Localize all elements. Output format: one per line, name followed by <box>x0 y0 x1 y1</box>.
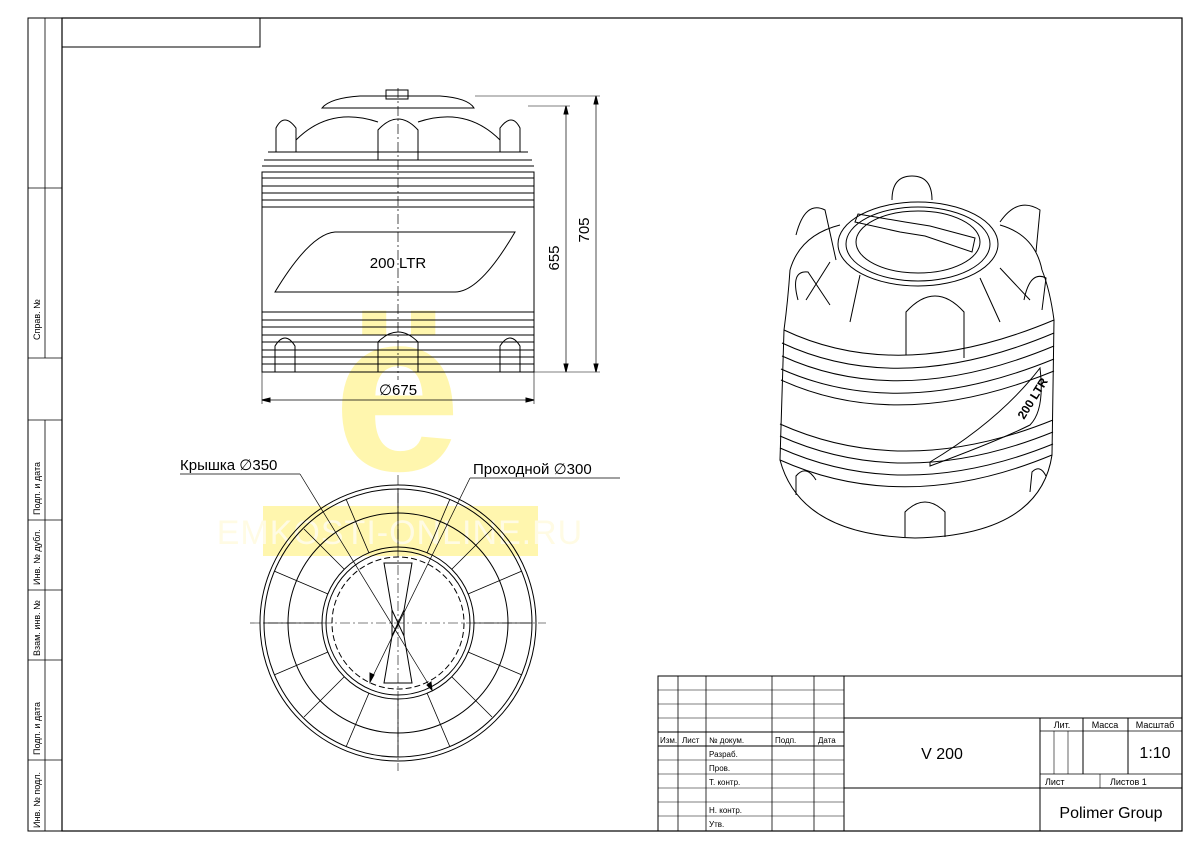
side-label-podp-1: Подп. и дата <box>32 462 42 515</box>
top-lid-handle <box>383 562 413 684</box>
front-view: 200 LTR <box>261 88 600 404</box>
top-view <box>180 473 620 771</box>
dim-text-675: ∅675 <box>379 382 417 399</box>
col-list: Лист <box>682 736 700 745</box>
iso-tank-label: 200 LTR <box>1015 375 1051 422</box>
title-block-text: Изм. Лист № докум. Подп. Дата Разраб. Пр… <box>660 720 1174 829</box>
scale-label: Масштаб <box>1136 720 1175 730</box>
side-label-inv-podl: Инв. № подл. <box>32 772 42 828</box>
sheet-label: Лист <box>1045 777 1065 787</box>
front-shoulder <box>275 119 297 152</box>
iso-label-plate <box>929 366 1042 467</box>
opening-label: Проходной ∅300 <box>473 461 592 478</box>
watermark: ё EMKOSTI-ONLINE.RU <box>217 262 583 556</box>
designation: V 200 <box>921 746 963 763</box>
title-block <box>657 675 1183 832</box>
row-n-kontr: Н. контр. <box>709 806 742 815</box>
dim-text-655: 655 <box>546 245 563 270</box>
side-label-sprav: Справ. № <box>32 299 42 340</box>
lid-label: Крышка ∅350 <box>180 457 277 474</box>
iso-foot-arch <box>904 501 946 537</box>
front-lid <box>320 95 475 109</box>
sheets-label: Листов 1 <box>1110 777 1147 787</box>
side-label-podp-2: Подп. и дата <box>32 702 42 755</box>
row-prov: Пров. <box>709 764 730 773</box>
front-foot-arch <box>274 337 296 372</box>
col-dokum: № докум. <box>709 736 744 745</box>
row-utv: Утв. <box>709 820 724 829</box>
row-t-kontr: Т. контр. <box>709 778 740 787</box>
organization: Polimer Group <box>1059 805 1162 822</box>
title-block-frame <box>657 675 1183 832</box>
iso-knob <box>891 175 933 201</box>
col-data: Дата <box>818 736 836 745</box>
sheet-frame <box>61 17 1183 832</box>
watermark-glyph: ё <box>333 262 461 519</box>
side-label-inv-dubl: Инв. № дубл. <box>32 529 42 585</box>
front-label-plate <box>274 231 516 293</box>
row-razrab: Разраб. <box>709 750 738 759</box>
front-lid-cap <box>385 89 409 100</box>
lit-label: Лит. <box>1054 720 1071 730</box>
iso-lid <box>837 201 999 287</box>
mass-label: Масса <box>1092 720 1119 730</box>
iso-view <box>779 175 1055 539</box>
iso-body <box>779 269 1055 539</box>
dim-text-705: 705 <box>576 217 593 242</box>
watermark-text: EMKOSTI-ONLINE.RU <box>217 514 583 552</box>
top-left-stamp-box <box>61 17 261 48</box>
col-podp: Подп. <box>775 736 796 745</box>
watermark-banner <box>263 506 538 556</box>
side-strip: Справ. № Подп. и дата Инв. № дубл. Взам.… <box>27 17 63 832</box>
col-izm: Изм. <box>660 736 677 745</box>
iso-lid-handle <box>854 213 976 253</box>
side-label-vzam: Взам. инв. № <box>32 600 42 656</box>
scale-value: 1:10 <box>1139 745 1170 762</box>
